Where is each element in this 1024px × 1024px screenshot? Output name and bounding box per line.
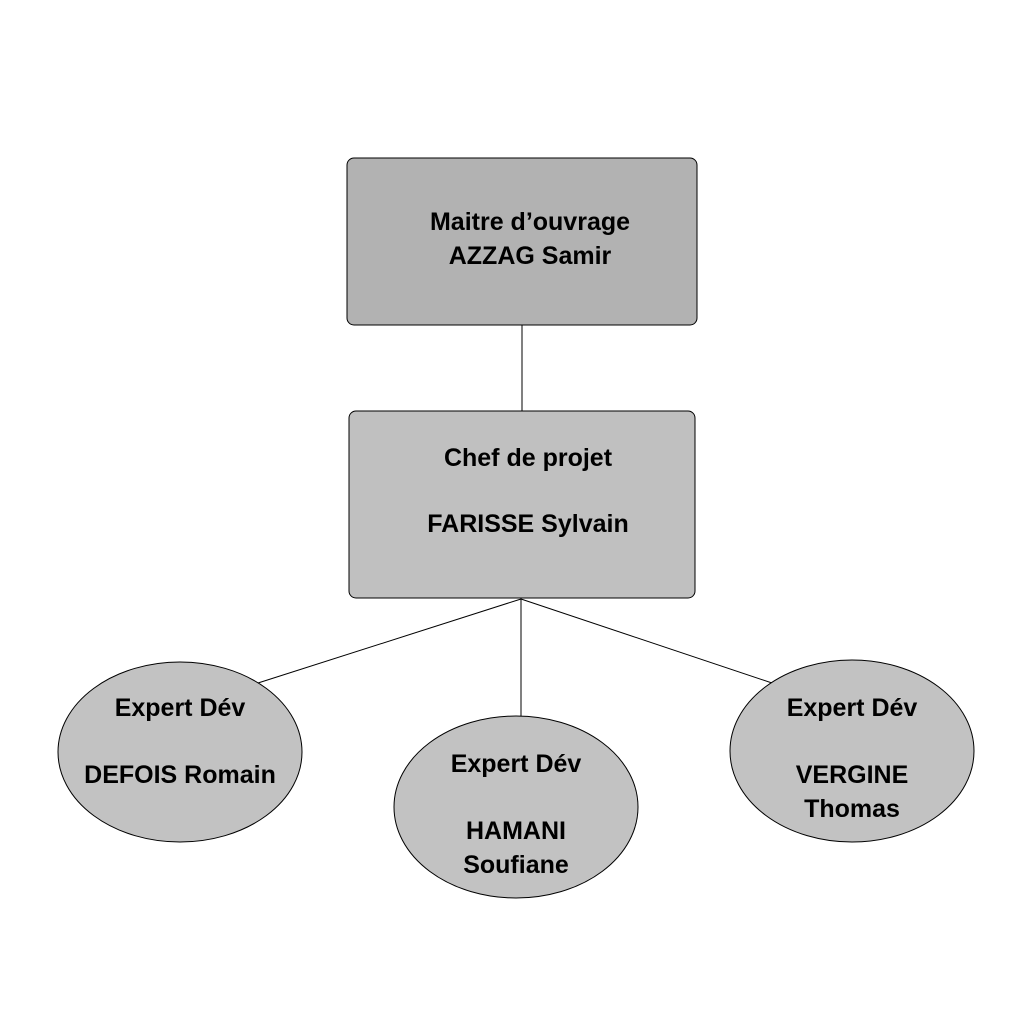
node-role-label: Expert Dév	[787, 694, 918, 722]
connectors	[257, 325, 776, 717]
connector-chef-to-defois	[257, 598, 522, 684]
node-expert-vergine: Expert Dév VERGINE Thomas	[729, 659, 975, 843]
node-box	[346, 157, 698, 326]
node-chef-projet: Chef de projet FARISSE Sylvain	[348, 410, 696, 599]
node-person-name: DEFOIS Romain	[84, 761, 276, 789]
node-box	[348, 410, 696, 599]
node-person-name-line2: Soufiane	[463, 851, 569, 879]
node-maitre-ouvrage: Maitre d’ouvrage AZZAG Samir	[346, 157, 698, 326]
node-expert-defois: Expert Dév DEFOIS Romain	[57, 661, 303, 843]
node-ellipse	[393, 715, 639, 899]
connector-chef-to-vergine	[520, 598, 776, 685]
node-person-name-line1: HAMANI	[466, 817, 566, 845]
node-ellipse	[57, 661, 303, 843]
node-person-name-line1: VERGINE	[796, 761, 909, 789]
node-person-name: AZZAG Samir	[449, 242, 612, 270]
node-person-name-line2: Thomas	[804, 795, 900, 823]
node-role-label: Chef de projet	[444, 444, 613, 472]
node-person-name: FARISSE Sylvain	[427, 510, 628, 538]
node-role-label: Expert Dév	[115, 694, 246, 722]
node-expert-hamani: Expert Dév HAMANI Soufiane	[393, 715, 639, 899]
node-role-label: Maitre d’ouvrage	[430, 208, 630, 236]
node-ellipse	[729, 659, 975, 843]
node-role-label: Expert Dév	[451, 750, 582, 778]
